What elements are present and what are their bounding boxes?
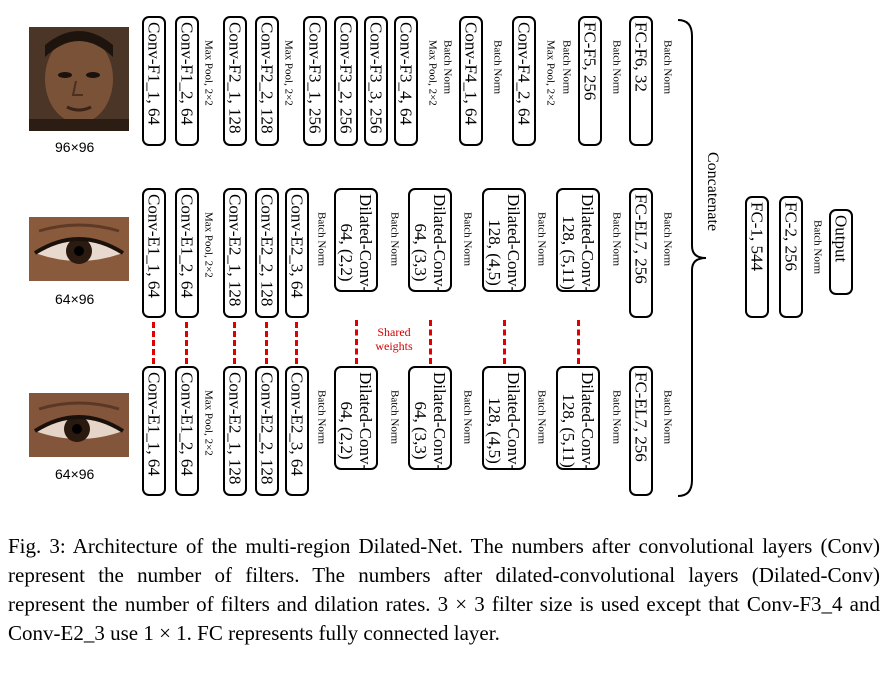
layer-conv-f4-1: Conv-F4_1, 64 — [459, 16, 483, 146]
layer-conv-e2-3-top: Conv-E2_3, 64 — [285, 188, 309, 318]
layer-fc-el7-bottom: FC-EL7, 256 — [629, 366, 653, 496]
layer-conv-e1-1-bottom: Conv-E1_1, 64 — [142, 366, 166, 496]
layer-fc-f5: FC-F5, 256 — [578, 16, 602, 146]
shared-link-e6 — [577, 320, 580, 364]
layer-conv-f3-1: Conv-F3_1, 256 — [303, 16, 327, 146]
layer-conv-f2-1: Conv-F2_1, 128 — [223, 16, 247, 146]
eye-top-size-label: 64×96 — [55, 291, 95, 307]
annot-f-maxpool-4: Max Pool, 2×2 — [544, 40, 557, 106]
layer-conv-e2-2-top: Conv-E2_2, 128 — [255, 188, 279, 318]
annot-e-bottom-maxpool: Max Pool, 2×2 — [202, 390, 215, 456]
layer-conv-f3-2: Conv-F3_2, 256 — [334, 16, 358, 146]
annot-f-batchnorm-5: Batch Norm — [661, 40, 674, 95]
annot-head-batchnorm: Batch Norm — [811, 220, 824, 275]
annot-f-maxpool-1: Max Pool, 2×2 — [202, 40, 215, 106]
layer-conv-e2-2-bottom: Conv-E2_2, 128 — [255, 366, 279, 496]
annot-e-bottom-bn-2: Batch Norm — [388, 390, 401, 445]
layer-conv-f4-2: Conv-F4_2, 64 — [512, 16, 536, 146]
shared-link-e1-1 — [152, 322, 155, 364]
annot-f-maxpool-2: Max Pool, 2×2 — [282, 40, 295, 106]
annot-e-top-maxpool: Max Pool, 2×2 — [202, 212, 215, 278]
annot-f-batchnorm-1: Batch Norm — [441, 40, 454, 95]
shared-link-e2-2 — [265, 322, 268, 364]
face-image — [29, 27, 129, 131]
shared-link-e5 — [503, 320, 506, 364]
shared-link-e2-3 — [295, 322, 298, 364]
shared-link-e2-1 — [233, 322, 236, 364]
annot-f-batchnorm-4: Batch Norm — [610, 40, 623, 95]
layer-conv-e1-2-bottom: Conv-E1_2, 64 — [175, 366, 199, 496]
annot-e-bottom-bn-6: Batch Norm — [661, 390, 674, 445]
layer-conv-e1-1-top: Conv-E1_1, 64 — [142, 188, 166, 318]
caption-text: Fig. 3: Architecture of the multi-region… — [8, 534, 880, 645]
layer-output: Output — [829, 209, 853, 295]
layer-conv-f2-2: Conv-F2_2, 128 — [255, 16, 279, 146]
annot-e-bottom-bn-3: Batch Norm — [461, 390, 474, 445]
architecture-diagram: 96×96 64×96 64×96 Conv-F1_1, 64 Conv-F1_… — [29, 16, 853, 497]
annot-f-batchnorm-3: Batch Norm — [560, 40, 573, 95]
annot-f-batchnorm-2: Batch Norm — [491, 40, 504, 95]
layer-conv-e1-2-top: Conv-E1_2, 64 — [175, 188, 199, 318]
shared-link-e1-2 — [185, 322, 188, 364]
eye-image-top — [29, 217, 129, 281]
annot-e-top-bn-1: Batch Norm — [315, 212, 328, 267]
face-size-label: 96×96 — [55, 139, 95, 155]
concatenate-label: Concatenate — [704, 152, 721, 232]
concatenate-brace — [677, 19, 707, 497]
annot-f-maxpool-3: Max Pool, 2×2 — [426, 40, 439, 106]
annot-e-top-bn-5: Batch Norm — [610, 212, 623, 267]
figure-caption: Fig. 3: Architecture of the multi-region… — [8, 532, 880, 648]
annot-e-bottom-bn-5: Batch Norm — [610, 390, 623, 445]
shared-weights-label: Shared weights — [375, 325, 413, 354]
eye-bottom-size-label: 64×96 — [55, 466, 95, 482]
layer-fc-2: FC-2, 256 — [779, 196, 803, 318]
layer-conv-e2-1-bottom: Conv-E2_1, 128 — [223, 366, 247, 496]
annot-e-bottom-bn-1: Batch Norm — [315, 390, 328, 445]
layer-fc-f6: FC-F6, 32 — [629, 16, 653, 146]
layer-fc-1: FC-1, 544 — [745, 196, 769, 318]
annot-e-bottom-bn-4: Batch Norm — [535, 390, 548, 445]
layer-conv-f3-4: Conv-F3_4, 64 — [394, 16, 418, 146]
layer-conv-f1-1: Conv-F1_1, 64 — [142, 16, 166, 146]
shared-link-e3 — [355, 320, 358, 364]
layer-fc-el7-top: FC-EL7, 256 — [629, 188, 653, 318]
shared-link-e4 — [429, 320, 432, 364]
annot-e-top-bn-4: Batch Norm — [535, 212, 548, 267]
annot-e-top-bn-6: Batch Norm — [661, 212, 674, 267]
layer-conv-e2-3-bottom: Conv-E2_3, 64 — [285, 366, 309, 496]
eye-image-bottom — [29, 393, 129, 457]
layer-conv-e2-1-top: Conv-E2_1, 128 — [223, 188, 247, 318]
layer-conv-f3-3: Conv-F3_3, 256 — [364, 16, 388, 146]
annot-e-top-bn-3: Batch Norm — [461, 212, 474, 267]
annot-e-top-bn-2: Batch Norm — [388, 212, 401, 267]
layer-conv-f1-2: Conv-F1_2, 64 — [175, 16, 199, 146]
